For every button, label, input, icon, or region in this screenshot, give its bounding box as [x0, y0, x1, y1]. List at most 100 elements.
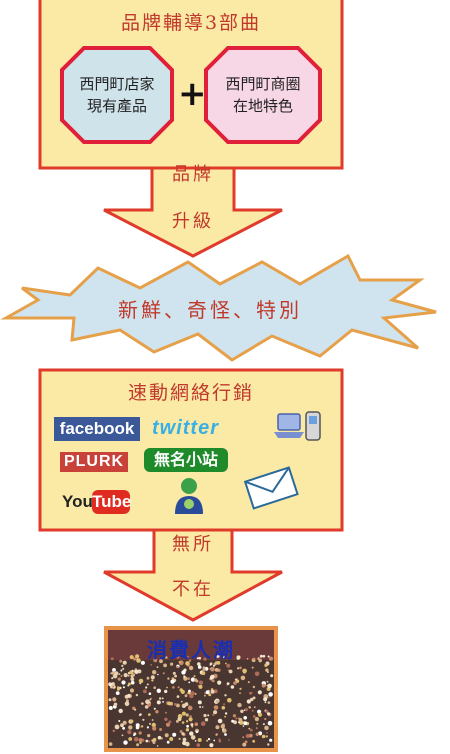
crowd-dot — [140, 660, 145, 665]
arrow-two-line2: 不在 — [172, 579, 214, 600]
crowd-dot — [123, 740, 128, 745]
crowd-dot — [224, 712, 228, 715]
crowd-dot — [176, 665, 179, 669]
crowd-dot — [196, 657, 199, 660]
crowd-dot — [199, 706, 202, 708]
twitter-logo: twitter — [152, 417, 219, 439]
crowd-dot — [151, 739, 154, 742]
marketing-section-title: 速動網絡行銷 — [127, 382, 254, 404]
crowd-dot — [118, 720, 121, 722]
left-box-text: 西門町店家 現有產品 — [62, 73, 172, 117]
crowd-dot — [165, 711, 167, 714]
phone-laptop-icon — [274, 408, 324, 444]
crowd-dot — [157, 673, 159, 676]
crowd-dot — [156, 688, 161, 693]
crowd-dot — [270, 674, 274, 678]
crowd-dot — [129, 655, 134, 660]
crowd-dot — [131, 669, 134, 672]
crowd-dot — [122, 686, 125, 689]
crowd-dot — [210, 689, 215, 694]
crowd-dot — [240, 709, 244, 713]
crowd-dot — [167, 701, 171, 706]
crowd-dot — [225, 662, 227, 665]
crowd-dot — [268, 692, 273, 697]
crowd-dot — [120, 669, 123, 672]
crowd-dot — [204, 694, 206, 697]
crowd-dot — [251, 709, 254, 712]
crowd-dot — [267, 720, 273, 726]
crowd-dot — [193, 675, 196, 678]
crowd-dot — [138, 725, 141, 728]
crowd-dot — [258, 658, 263, 663]
crowd-dot — [216, 654, 220, 658]
crowd-dot — [246, 658, 249, 660]
crowd-dot — [125, 699, 129, 703]
crowd-dot — [162, 657, 165, 660]
crowd-dot — [258, 712, 262, 717]
crowd-dot — [222, 728, 225, 731]
crowd-dot — [267, 683, 272, 689]
burst-shape — [0, 253, 437, 362]
crowd-dot — [147, 713, 151, 716]
crowd-dot — [110, 657, 114, 661]
crowd-dot — [130, 680, 135, 685]
crowd-dot — [180, 700, 183, 703]
right-box-text: 西門町商圈 在地特色 — [206, 73, 320, 117]
crowd-dot — [140, 725, 144, 728]
crowd-dot — [159, 659, 163, 664]
left-box-line2: 現有產品 — [86, 97, 147, 115]
crowd-dot — [151, 679, 154, 682]
crowd-dot — [121, 680, 126, 685]
crowd-dot — [170, 662, 174, 666]
crowd-dot — [172, 732, 177, 737]
crowd-dot — [152, 726, 157, 731]
crowd-dot — [220, 724, 225, 729]
crowd-dot — [243, 721, 248, 726]
crowd-dot — [187, 705, 193, 711]
crowd-dot — [112, 685, 115, 688]
crowd-dot — [188, 717, 193, 722]
crowd-dot — [233, 720, 236, 723]
brand-section-title: 品牌輔導3部曲 — [120, 12, 262, 34]
crowd-dot — [190, 677, 196, 682]
crowd-dot — [194, 740, 197, 742]
crowd-dot — [142, 718, 145, 721]
crowd-dot — [157, 735, 162, 740]
crowd-dot — [237, 667, 240, 670]
crowd-dot — [263, 697, 268, 702]
crowd-dot — [124, 701, 130, 707]
crowd-dot — [224, 694, 227, 697]
crowd-dot — [136, 658, 139, 661]
crowd-dot — [201, 706, 204, 708]
crowd-dot — [181, 721, 185, 724]
crowd-dot — [184, 694, 188, 698]
crowd-dot — [156, 666, 159, 669]
crowd-dot — [211, 679, 215, 683]
crowd-dot — [112, 668, 116, 672]
crowd-dot — [231, 719, 235, 723]
crowd-dot — [258, 731, 263, 736]
crowd-dot — [254, 671, 260, 677]
crowd-dot — [166, 740, 170, 744]
crowd-dot — [181, 704, 183, 707]
crowd-dot — [184, 702, 189, 707]
crowd-dot — [248, 733, 253, 738]
wumi-logo: 無名小站 — [144, 448, 228, 472]
crowd-dot — [111, 671, 115, 675]
crowd-dot — [116, 686, 120, 690]
crowd-dot — [195, 730, 199, 734]
crowd-dot — [188, 665, 194, 671]
crowd-dot — [122, 720, 127, 725]
crowd-dot — [148, 692, 152, 695]
right-box-line2: 在地特色 — [232, 97, 293, 115]
crowd-dot — [250, 691, 253, 694]
right-octagon — [204, 46, 322, 144]
crowd-dot — [128, 737, 133, 741]
crowd-dot — [190, 723, 194, 726]
crowd-dot — [259, 654, 263, 658]
crowd-dot — [146, 676, 150, 680]
crowd-dot — [212, 713, 215, 717]
crowd-dot — [112, 697, 117, 702]
crowd-dot — [152, 737, 157, 742]
